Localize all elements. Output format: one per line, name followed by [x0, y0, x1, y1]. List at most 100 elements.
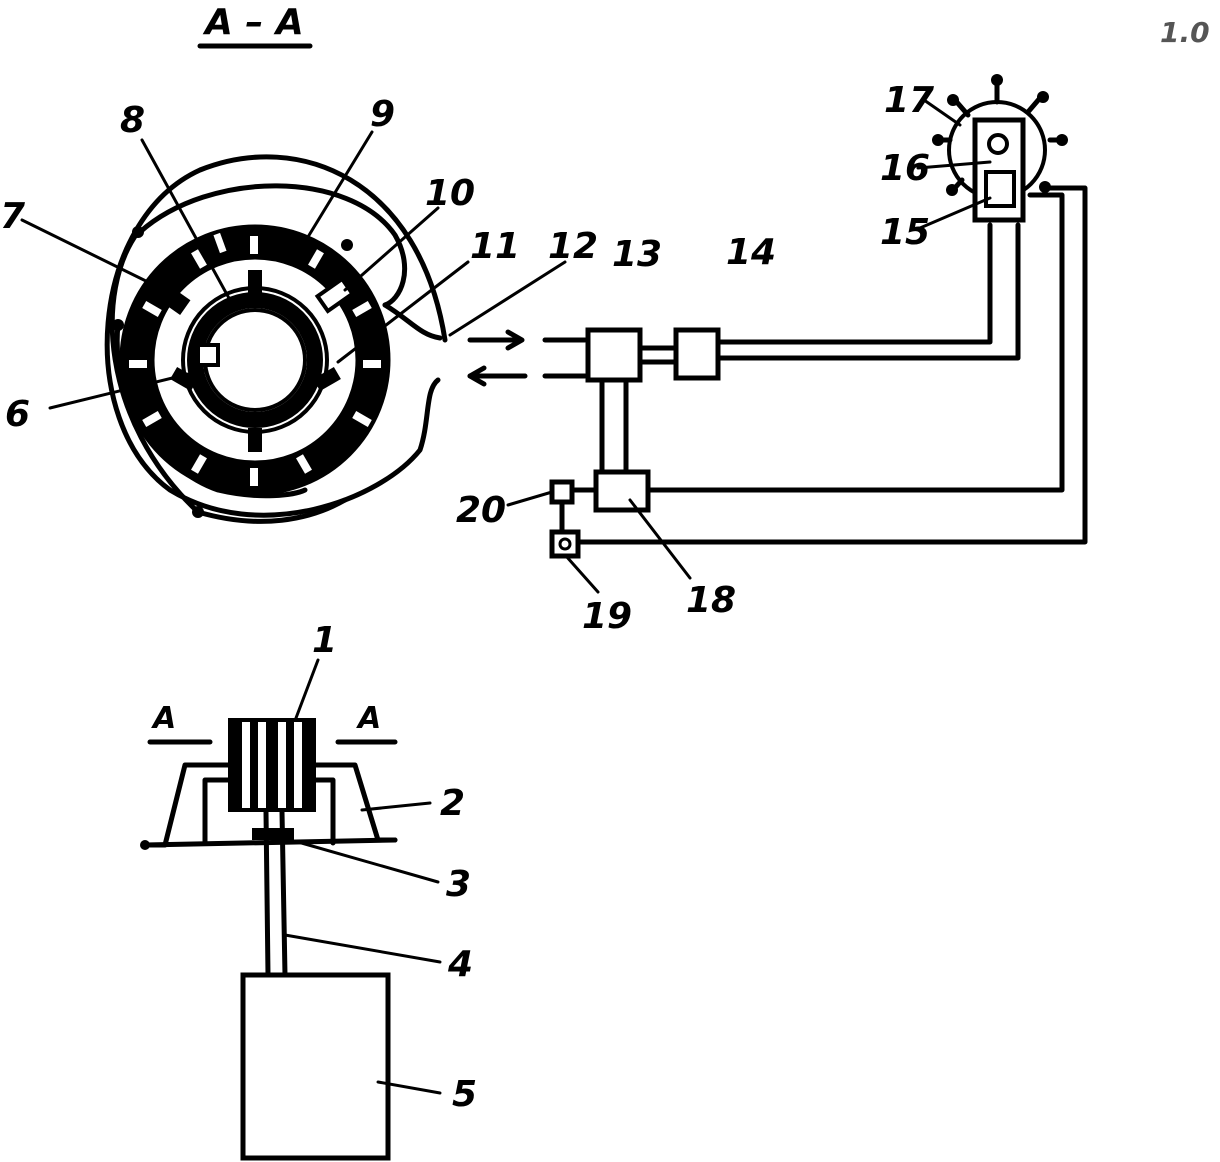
base-end — [140, 840, 150, 850]
leader-3 — [296, 840, 440, 884]
label-5: 5 — [452, 1074, 477, 1115]
spoke-knob — [1039, 181, 1051, 193]
winding-slot — [191, 249, 207, 269]
label-11: 11 — [470, 226, 520, 267]
inner-bracket-right — [312, 777, 336, 846]
selector-unit — [916, 74, 1068, 230]
selector-indicator — [987, 133, 1009, 155]
junction-dot — [341, 239, 353, 251]
section-title: А – А — [197, 2, 313, 49]
cut-label-left: А — [151, 701, 176, 736]
bracket-left — [142, 762, 231, 848]
winding-slot — [250, 236, 258, 254]
spoke-knob — [1037, 91, 1049, 103]
callout-labels: А А 1 2 3 4 5 6 7 8 9 10 11 12 13 14 15 … — [0, 80, 934, 1115]
inner-bracket-left — [202, 777, 231, 846]
leader-8 — [140, 138, 232, 302]
pole-shoe — [155, 283, 191, 315]
rotor-band — [187, 292, 323, 428]
winding-slot — [352, 301, 372, 317]
ring-assembly — [20, 130, 567, 524]
return-line-19 — [575, 185, 1088, 545]
leader-12 — [448, 260, 567, 337]
winding-slot — [142, 411, 162, 427]
label-19: 19 — [582, 596, 632, 637]
leader-4 — [283, 933, 442, 964]
bus-14-15-a — [715, 222, 993, 345]
signal-arrows — [467, 329, 588, 387]
label-20: 20 — [456, 490, 506, 531]
junction-dot — [132, 226, 144, 238]
leader-2 — [360, 801, 432, 812]
label-17: 17 — [884, 80, 934, 121]
leader-17 — [922, 98, 962, 127]
leader-9 — [298, 130, 374, 252]
bracket-right — [312, 762, 398, 843]
winding-slot — [363, 360, 381, 368]
bus-14-15-b — [715, 222, 1021, 361]
rotor-tooth — [313, 366, 341, 392]
leader-11 — [336, 260, 470, 364]
spoke — [1025, 95, 1043, 115]
rotor-key — [196, 343, 220, 367]
motor-stripe — [294, 722, 302, 808]
label-18: 18 — [686, 580, 736, 621]
winding-path-left-outer — [109, 229, 201, 515]
arrow-out-head — [505, 329, 525, 351]
leader-1 — [294, 658, 320, 720]
label-8: 8 — [120, 100, 145, 141]
label-16: 16 — [880, 148, 930, 189]
label-7: 7 — [0, 196, 25, 237]
block-19-lamp — [558, 537, 572, 551]
spoke-knob — [991, 74, 1003, 86]
block-20 — [549, 479, 575, 505]
winding-slot — [142, 301, 162, 317]
winding-slot — [352, 411, 372, 427]
winding-path-bottom — [195, 497, 348, 524]
label-2: 2 — [440, 783, 465, 824]
label-3: 3 — [446, 864, 471, 905]
section-title-text: А – А — [202, 2, 304, 43]
drive-box — [240, 972, 391, 1161]
coupling — [252, 828, 294, 840]
block-13 — [585, 327, 643, 383]
block-18 — [593, 469, 651, 513]
base-plate — [142, 837, 398, 848]
leader-10 — [343, 206, 440, 292]
leader-6 — [48, 368, 207, 410]
outer-housing — [104, 154, 448, 518]
label-1: 1 — [312, 620, 337, 661]
rotor-tooth — [248, 270, 262, 294]
winding-slot — [129, 360, 147, 368]
leader-20 — [506, 490, 554, 507]
leader-15 — [918, 196, 992, 230]
selector-window — [984, 170, 1016, 208]
spoke-knob — [1056, 134, 1068, 146]
arrow-in-head — [467, 365, 487, 387]
label-10: 10 — [425, 173, 475, 214]
winding-slots — [129, 236, 381, 486]
leader-7 — [20, 218, 152, 285]
shaft-right — [279, 809, 288, 978]
winding-slot — [308, 249, 324, 269]
junction-dot — [112, 319, 124, 331]
label-15: 15 — [880, 212, 930, 253]
label-4: 4 — [447, 944, 473, 985]
leader-16 — [916, 160, 992, 170]
leader-5 — [376, 1080, 442, 1095]
rotor-tooth — [248, 428, 262, 452]
cut-label-right: А — [356, 701, 381, 736]
winding-lead-out — [382, 302, 443, 341]
label-9: 9 — [370, 94, 395, 135]
block-19 — [549, 529, 581, 559]
pole-shoe-small — [209, 229, 231, 257]
winding-path-upper — [137, 183, 407, 308]
label-13: 13 — [612, 234, 662, 275]
leader-19 — [564, 554, 600, 594]
control-blocks — [549, 185, 1088, 559]
winding-slot — [250, 468, 258, 486]
junction-dot — [192, 506, 204, 518]
motor-stripe — [278, 722, 286, 808]
spoke-knob — [947, 94, 959, 106]
